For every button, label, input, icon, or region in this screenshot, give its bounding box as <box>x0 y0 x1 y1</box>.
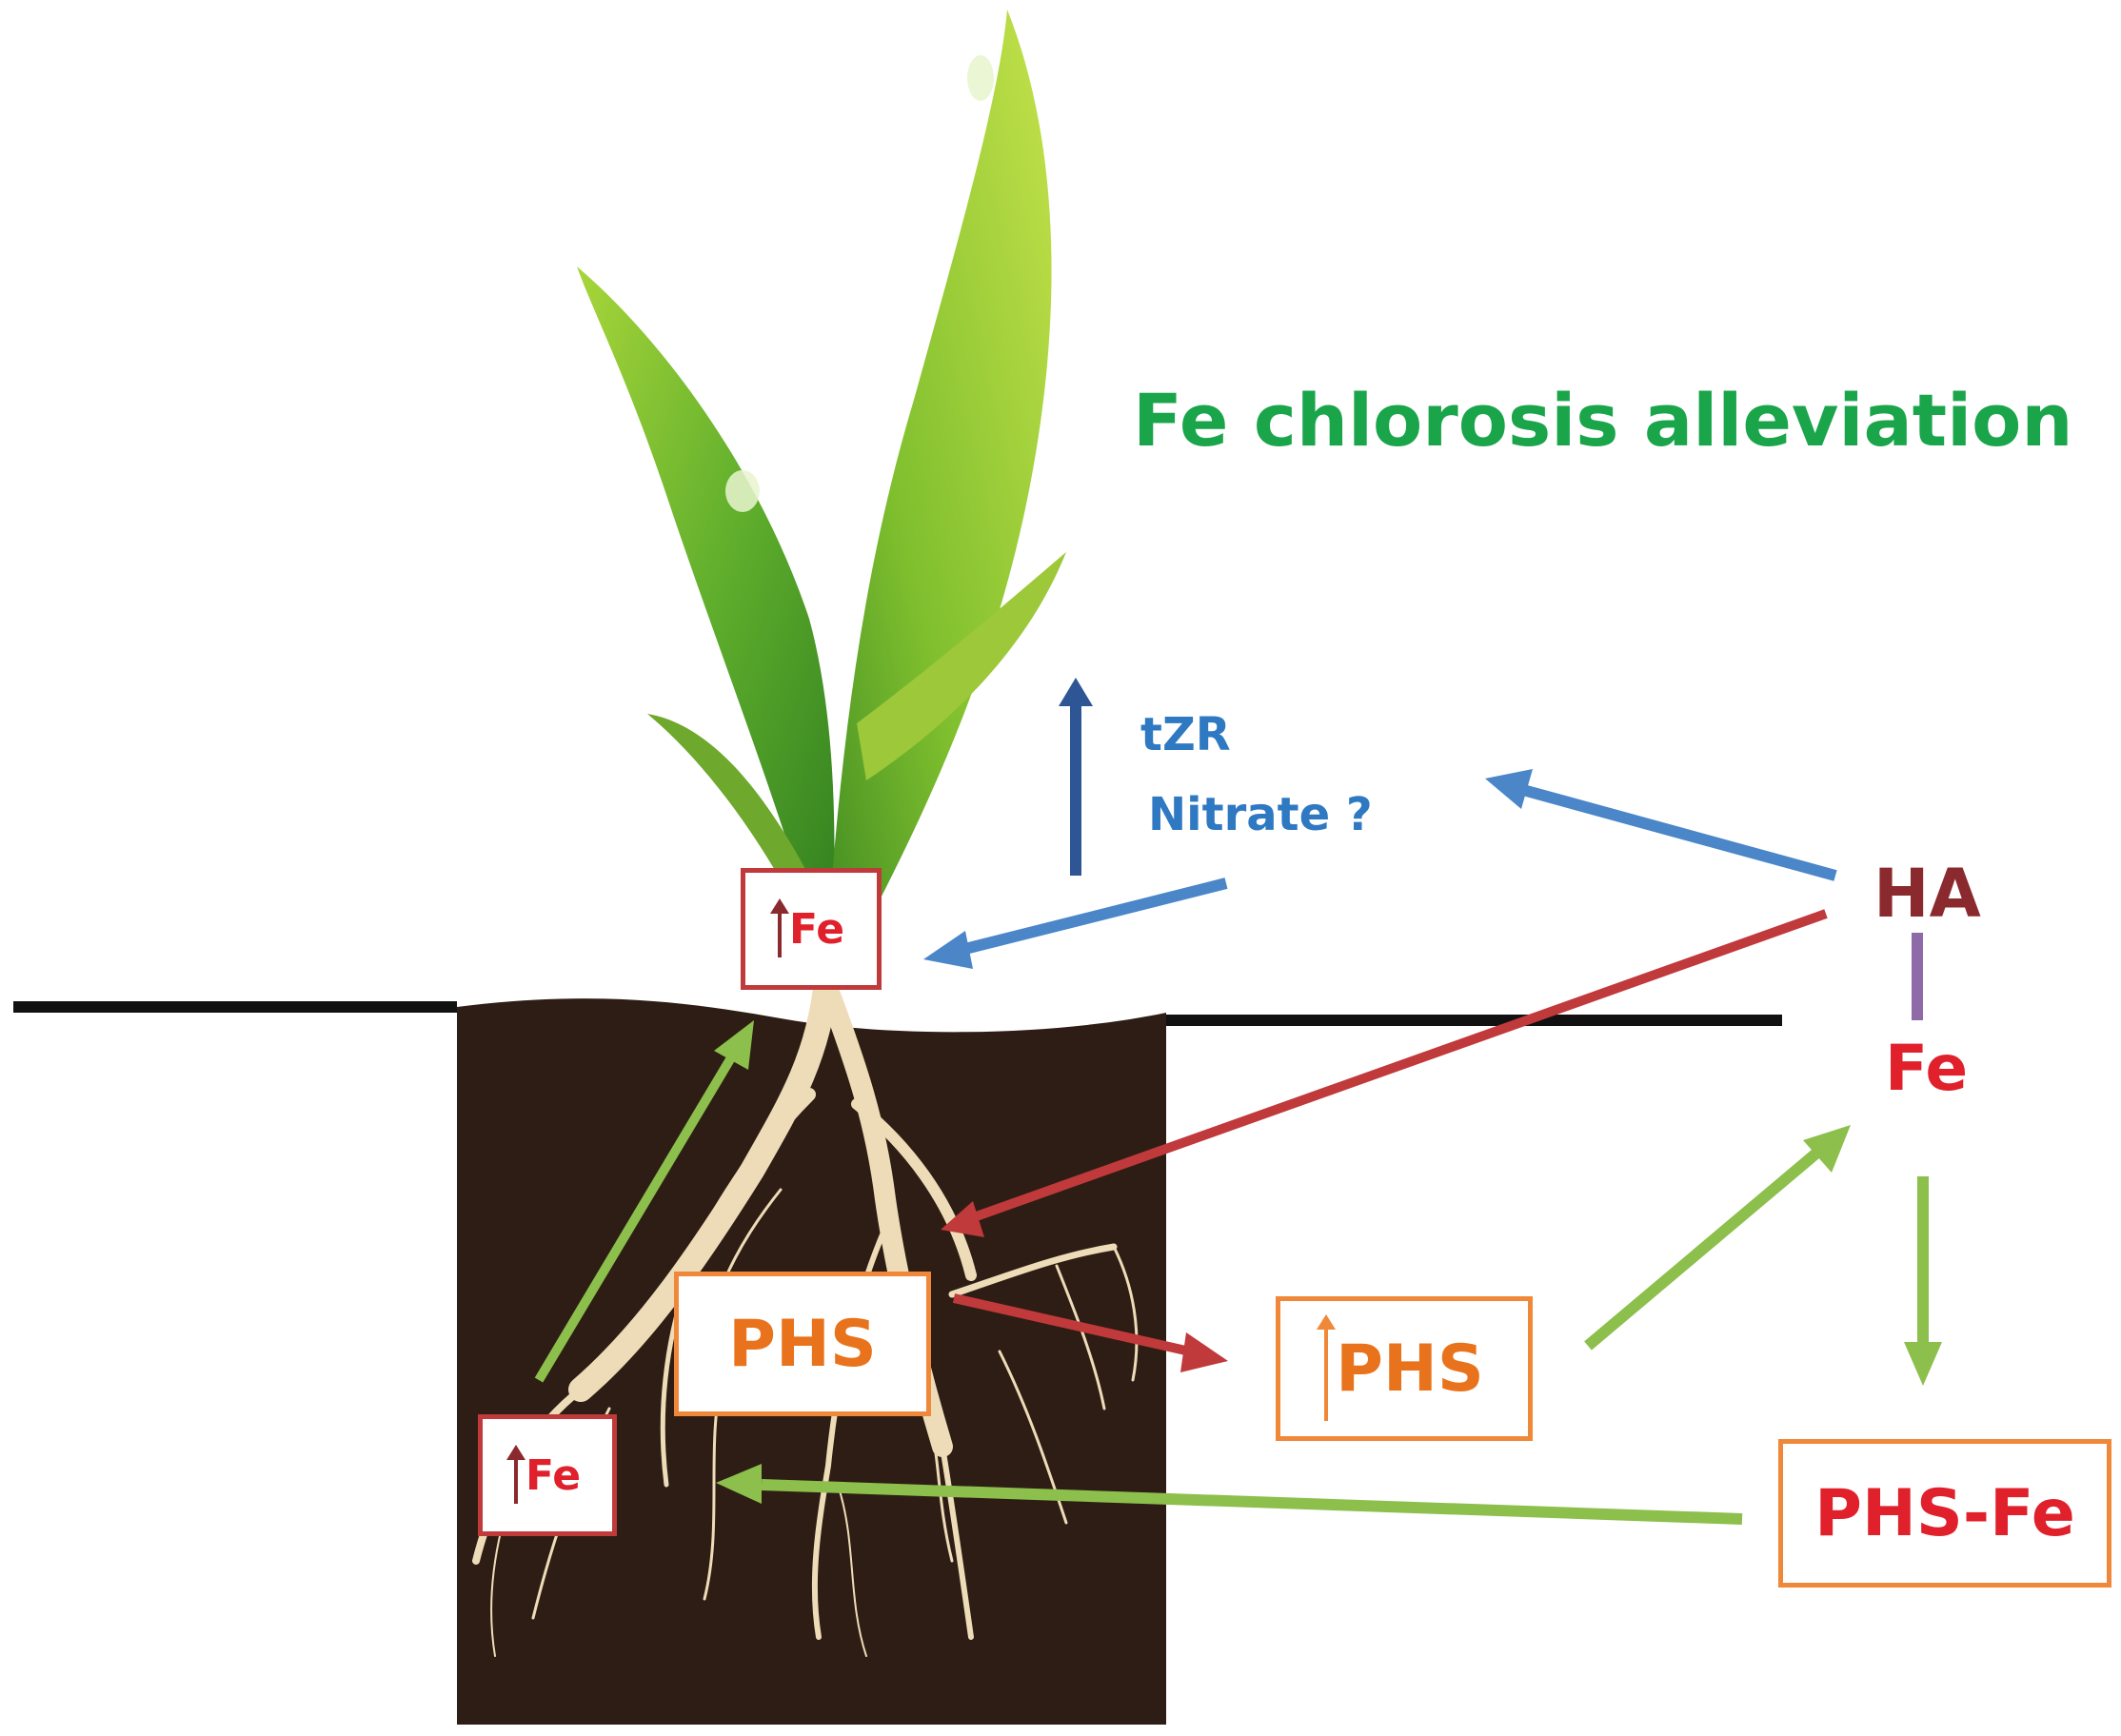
fe-label-right: Fe <box>1885 1032 1969 1105</box>
arrow-root-fe-to-shoot-fe <box>534 1020 754 1383</box>
phs-fe-box: PHS-Fe <box>1778 1439 2111 1588</box>
arrow-fe-to-phs-fe <box>1904 1176 1942 1386</box>
up-arrow-icon <box>505 1445 525 1504</box>
root-fe-label: Fe <box>525 1450 582 1500</box>
arrow-phs-up-to-fe <box>1584 1125 1851 1351</box>
root-fe-box: Fe <box>478 1414 617 1536</box>
ha-label: HA <box>1873 855 1981 933</box>
up-arrow-icon <box>769 898 789 957</box>
shoot-fe-label: Fe <box>788 904 845 954</box>
plant-icon <box>577 10 1066 980</box>
up-arrow-icon <box>1059 678 1093 876</box>
phs-up-box: PHS <box>1276 1296 1533 1441</box>
effect-label: Fe chlorosis alleviation <box>1133 378 2073 463</box>
phs-fe-label: PHS-Fe <box>1814 1475 2075 1551</box>
arrow-phs-fe-to-root-fe <box>716 1464 1743 1525</box>
nitrate-label: Nitrate ? <box>1148 788 1373 841</box>
arrow-ha-to-roots <box>941 909 1828 1237</box>
tzr-label: tZR <box>1140 708 1231 761</box>
phs-root-label: PHS <box>728 1306 877 1382</box>
arrow-phs-to-phs-up <box>952 1293 1228 1372</box>
arrow-tzr-to-shoot-fe <box>923 878 1228 969</box>
up-arrow-icon <box>1317 1314 1337 1421</box>
phs-root-box: PHS <box>674 1272 931 1416</box>
shoot-fe-box: Fe <box>741 868 882 990</box>
arrow-ha-to-tzr <box>1485 769 1837 881</box>
phs-up-label: PHS <box>1336 1331 1484 1407</box>
